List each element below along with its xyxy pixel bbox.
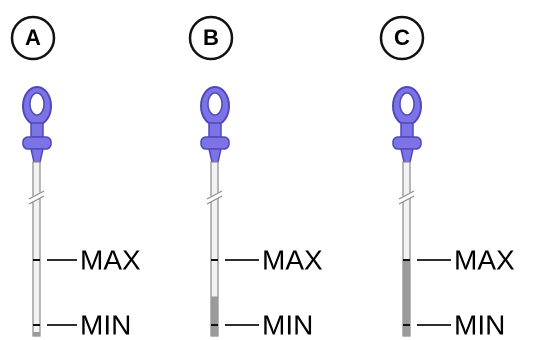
panel-b: B MAX xyxy=(188,15,323,340)
max-label-a: MAX xyxy=(80,244,141,275)
oil-level-b xyxy=(211,296,218,336)
min-label-b: MIN xyxy=(262,309,313,340)
oil-level-c xyxy=(403,260,410,336)
dipstick-b-tube xyxy=(205,161,224,337)
max-marker-b: MAX xyxy=(211,244,323,275)
max-label-b: MAX xyxy=(262,244,323,275)
max-label-c: MAX xyxy=(454,244,515,275)
dipstick-a-tube xyxy=(27,161,46,337)
min-marker-c: MIN xyxy=(403,309,505,340)
badge-c: C xyxy=(379,15,425,61)
badge-c-label: C xyxy=(394,25,410,50)
min-label-a: MIN xyxy=(80,309,131,340)
panel-a: A M xyxy=(10,15,141,340)
dipstick-b-handle xyxy=(200,86,230,163)
badge-b-label: B xyxy=(203,25,219,50)
max-marker-a: MAX xyxy=(33,244,141,275)
badge-a: A xyxy=(10,15,56,61)
badge-a-label: A xyxy=(25,25,41,50)
dipstick-c-handle xyxy=(392,86,422,163)
dipstick-c-tube xyxy=(397,161,416,337)
panel-c: C MAX xyxy=(379,15,515,340)
oil-level-a xyxy=(33,332,40,336)
min-marker-b: MIN xyxy=(211,309,313,340)
badge-b: B xyxy=(188,15,234,61)
min-marker-a: MIN xyxy=(33,309,131,340)
dipstick-a-handle xyxy=(22,86,52,163)
min-label-c: MIN xyxy=(454,309,505,340)
max-marker-c: MAX xyxy=(403,244,515,275)
